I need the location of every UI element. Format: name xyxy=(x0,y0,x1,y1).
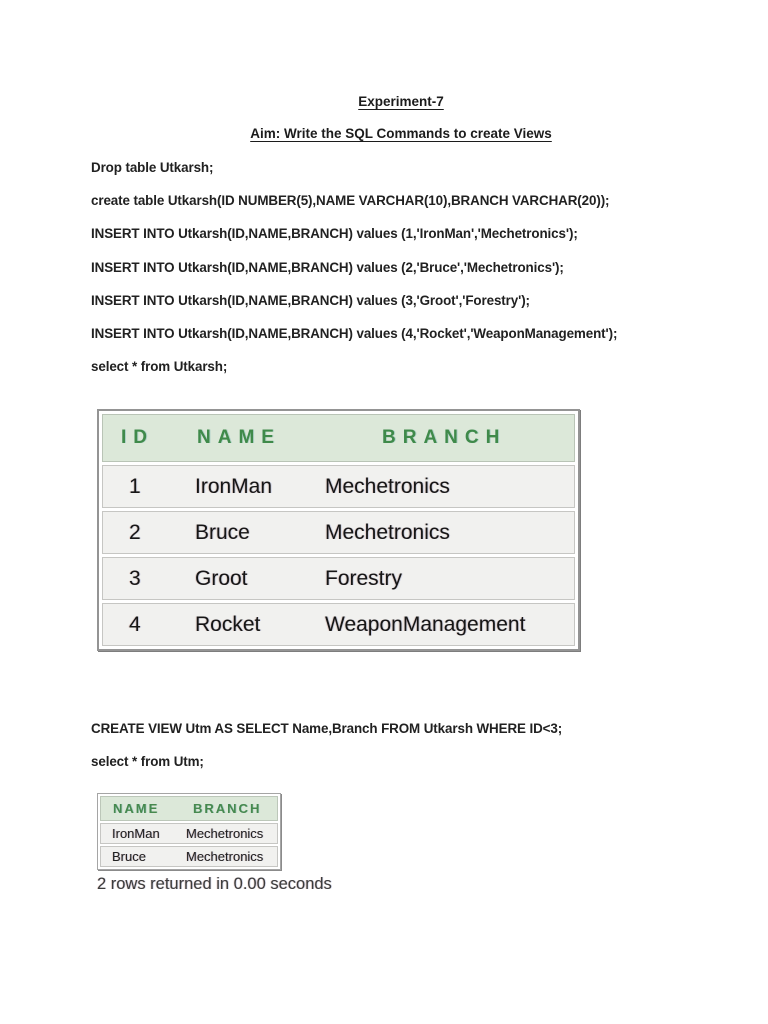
cell-branch: Mechetronics xyxy=(186,826,264,841)
cell-branch: Mechetronics xyxy=(325,520,450,544)
table-row: IronMan Mechetronics xyxy=(100,823,278,844)
cell-name: Bruce xyxy=(112,849,146,864)
sql-line-insert-1: INSERT INTO Utkarsh(ID,NAME,BRANCH) valu… xyxy=(91,226,578,242)
sql-line-create-view: CREATE VIEW Utm AS SELECT Name,Branch FR… xyxy=(91,721,563,737)
sql-line-insert-3: INSERT INTO Utkarsh(ID,NAME,BRANCH) valu… xyxy=(91,292,530,308)
cell-branch: WeaponManagement xyxy=(325,612,526,636)
table-row: 1 IronMan Mechetronics xyxy=(102,465,575,508)
cell-name: Rocket xyxy=(195,612,261,636)
table-row: 3 Groot Forestry xyxy=(102,557,575,600)
cell-name: Groot xyxy=(195,566,248,590)
table-row: Bruce Mechetronics xyxy=(100,846,278,867)
sql-line-drop-table: Drop table Utkarsh; xyxy=(91,160,214,176)
cell-id: 1 xyxy=(129,474,141,498)
sql-line-insert-4: INSERT INTO Utkarsh(ID,NAME,BRANCH) valu… xyxy=(91,326,618,342)
table-header-row: NAME BRANCH xyxy=(100,796,278,821)
cell-name: IronMan xyxy=(195,474,273,498)
cell-name: IronMan xyxy=(112,826,160,841)
cell-name: Bruce xyxy=(195,520,250,544)
cell-branch: Mechetronics xyxy=(186,849,264,864)
table-header-row: ID NAME BRANCH xyxy=(102,414,575,462)
sql-commands-block-1: Drop table Utkarsh; create table Utkarsh… xyxy=(91,151,731,383)
column-header-branch: BRANCH xyxy=(382,427,507,448)
query-result-table-utm: NAME BRANCH IronMan Mechetronics Bruce M… xyxy=(97,793,281,870)
column-header-name: NAME xyxy=(197,427,281,448)
cell-branch: Forestry xyxy=(325,566,403,590)
column-header-name: NAME xyxy=(113,801,160,816)
sql-line-select-utkarsh: select * from Utkarsh; xyxy=(91,359,228,375)
aim-heading: Aim: Write the SQL Commands to create Vi… xyxy=(250,126,552,141)
column-header-id: ID xyxy=(121,427,154,448)
sql-line-insert-2: INSERT INTO Utkarsh(ID,NAME,BRANCH) valu… xyxy=(91,259,564,275)
cell-id: 4 xyxy=(129,612,141,636)
table-row: 2 Bruce Mechetronics xyxy=(102,511,575,554)
cell-branch: Mechetronics xyxy=(325,474,450,498)
table-row: 4 Rocket WeaponManagement xyxy=(102,603,575,646)
column-header-branch: BRANCH xyxy=(193,801,262,816)
experiment-title: Experiment-7 xyxy=(358,94,444,109)
sql-commands-block-2: CREATE VIEW Utm AS SELECT Name,Branch FR… xyxy=(91,712,731,778)
sql-line-create-table: create table Utkarsh(ID NUMBER(5),NAME V… xyxy=(91,193,610,209)
cell-id: 2 xyxy=(129,520,141,544)
sql-line-select-utm: select * from Utm; xyxy=(91,754,204,770)
query-result-table-utkarsh: ID NAME BRANCH 1 IronMan Mechetronics 2 … xyxy=(97,409,580,651)
cell-id: 3 xyxy=(129,566,141,590)
rows-returned-status: 2 rows returned in 0.00 seconds xyxy=(97,875,332,893)
